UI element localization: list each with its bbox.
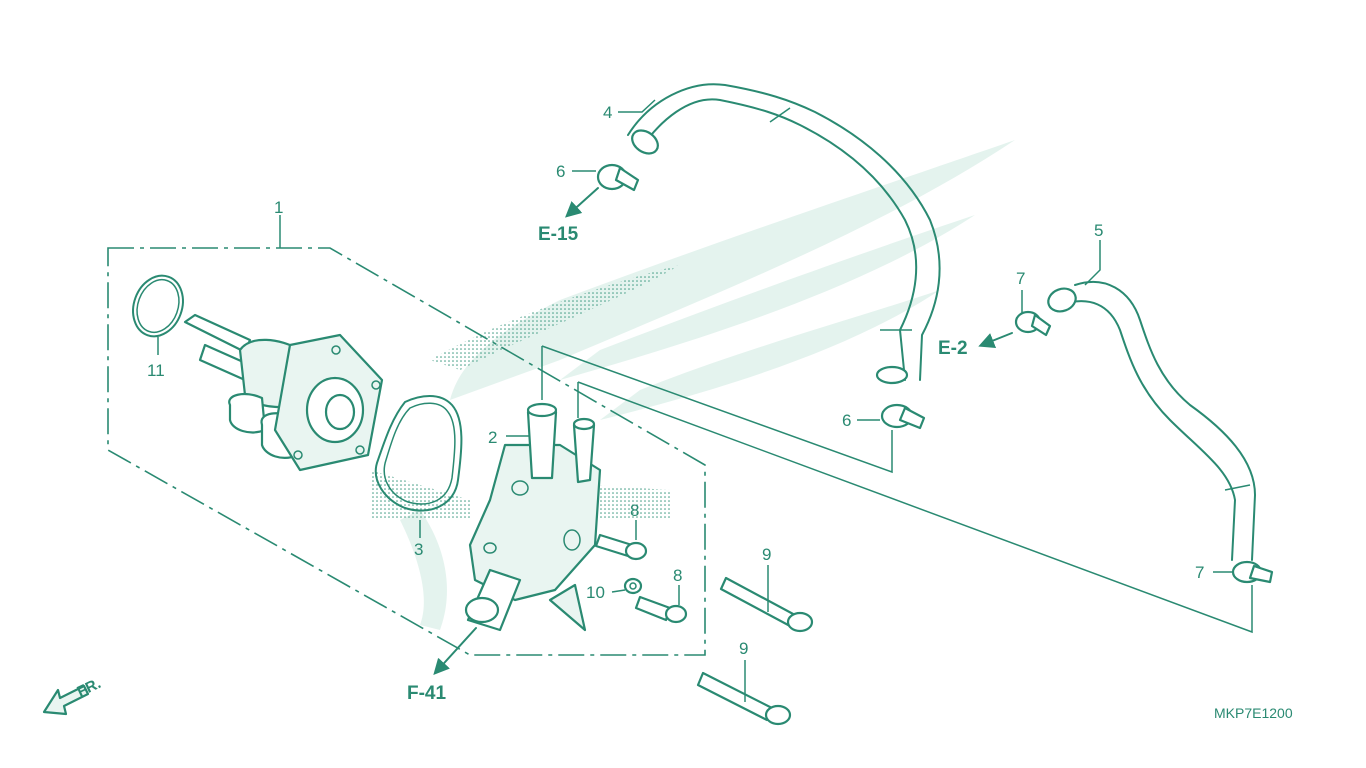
callout-10: 10 [586,583,605,602]
assembly-outline [107,247,706,656]
callout-8-lower: 8 [673,566,682,585]
hose-part-5 [1047,280,1256,561]
diagram-code: MKP7E1200 [1214,705,1293,721]
front-label: FR. [75,675,104,701]
callout-9-upper: 9 [762,545,771,564]
gasket-part-3 [374,395,463,512]
gasket-inner [383,402,456,505]
leader-lines [157,99,1253,702]
hose-clip-part-7-lower [1231,560,1274,584]
callout-7-upper: 7 [1016,269,1025,288]
callout-6-upper: 6 [556,162,565,181]
washer-part-10 [623,577,643,595]
callout-5: 5 [1094,221,1103,240]
bolt-part-9-upper [719,576,814,633]
hose-clip-part-6-upper [596,163,640,192]
callout-1: 1 [274,198,283,217]
callout-4: 4 [603,103,612,122]
callout-8-upper: 8 [630,501,639,520]
front-direction-arrow-icon: FR. [42,675,104,716]
water-pump-body [183,313,384,472]
o-ring-part-11 [132,274,184,338]
bolt-part-9-lower [696,671,792,726]
hose-clip-part-6-lower [880,403,926,430]
bolt-part-8-lower [634,595,688,624]
callout-2: 2 [488,428,497,447]
ref-e2[interactable]: E-2 [938,338,968,359]
ref-f41[interactable]: F-41 [407,683,447,704]
wing-logo-watermark [370,140,1015,630]
callout-9-lower: 9 [739,639,748,658]
callout-7-lower: 7 [1195,563,1204,582]
callout-3: 3 [414,540,423,559]
hose-clip-part-7-upper [1014,310,1052,337]
callout-11: 11 [147,361,165,380]
hose-part-4 [627,83,941,385]
bolt-part-8-upper [594,533,648,561]
callout-6-lower: 6 [842,411,851,430]
ref-e15[interactable]: E-15 [538,224,579,245]
pump-cover-part-2 [464,402,602,632]
